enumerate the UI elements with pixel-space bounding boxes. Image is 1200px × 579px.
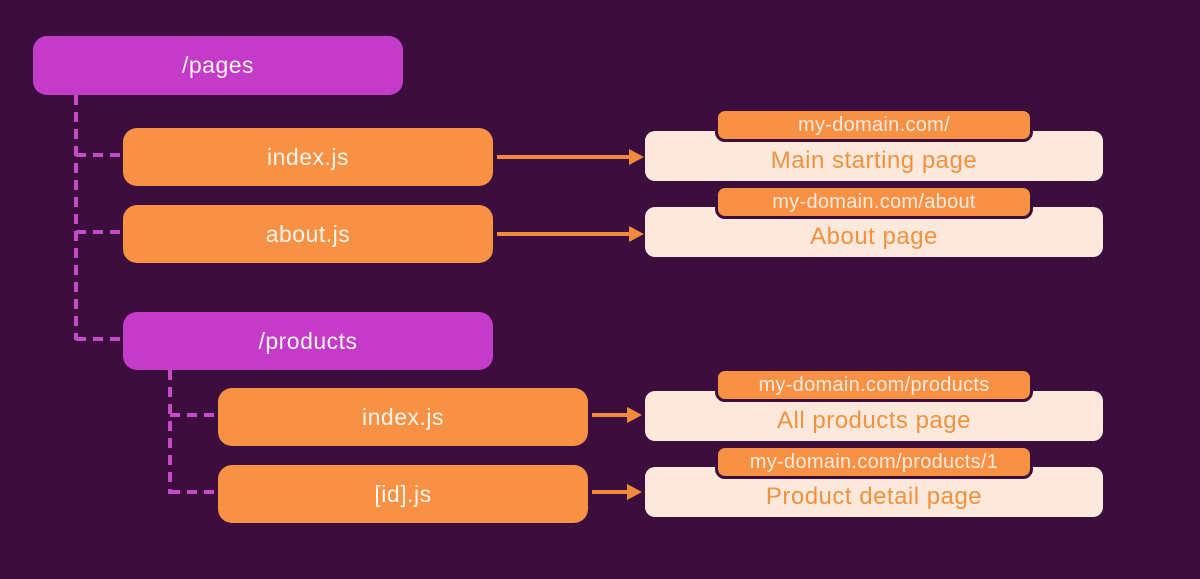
url-badge-product-detail: my-domain.com/products/1 [715, 445, 1033, 479]
page-description-all-products: All products page [777, 407, 971, 434]
page-description-home: Main starting page [770, 147, 978, 174]
url-text-all-products: my-domain.com/products [758, 373, 990, 396]
folder-node-pages: /pages [33, 36, 403, 95]
page-description-product-detail: Product detail page [765, 483, 983, 510]
file-label-id-js: [id].js [374, 480, 432, 507]
tree-connector-to-about-js [76, 230, 123, 234]
arrow-index-js-to-products-head-icon [627, 407, 642, 423]
file-label-about-js: about.js [265, 220, 351, 247]
folder-label-products: /products [258, 327, 358, 354]
url-text-home: my-domain.com/ [797, 113, 950, 136]
tree-connector-to-index-js-root [76, 153, 123, 157]
arrow-id-js-to-product-detail-head-icon [627, 484, 642, 500]
url-badge-home: my-domain.com/ [715, 108, 1033, 142]
arrow-id-js-to-product-detail-line [592, 490, 629, 494]
folder-node-products: /products [123, 312, 493, 370]
url-badge-all-products: my-domain.com/products [715, 368, 1033, 402]
file-label-index-js-products: index.js [362, 403, 444, 430]
url-text-product-detail: my-domain.com/products/1 [749, 450, 999, 473]
file-node-about-js: about.js [123, 205, 493, 263]
file-node-id-js: [id].js [218, 465, 588, 523]
tree-connector-pages-vertical [74, 95, 78, 340]
url-badge-about: my-domain.com/about [715, 185, 1033, 219]
tree-connector-to-id-js [170, 490, 218, 494]
page-description-about: About page [810, 223, 938, 250]
arrow-index-js-to-home-head-icon [629, 149, 644, 165]
arrow-index-js-to-products-line [592, 413, 629, 417]
arrow-about-js-to-about-head-icon [629, 226, 644, 242]
file-label-index-js-root: index.js [267, 143, 349, 170]
file-node-index-js-products: index.js [218, 388, 588, 446]
tree-connector-to-index-js-products [170, 413, 218, 417]
tree-connector-products-vertical [168, 370, 172, 494]
folder-label-pages: /pages [181, 52, 255, 78]
arrow-index-js-to-home-line [497, 155, 630, 159]
tree-connector-to-products [76, 337, 123, 341]
url-text-about: my-domain.com/about [772, 190, 976, 213]
file-node-index-js-root: index.js [123, 128, 493, 186]
arrow-about-js-to-about-line [497, 232, 630, 236]
